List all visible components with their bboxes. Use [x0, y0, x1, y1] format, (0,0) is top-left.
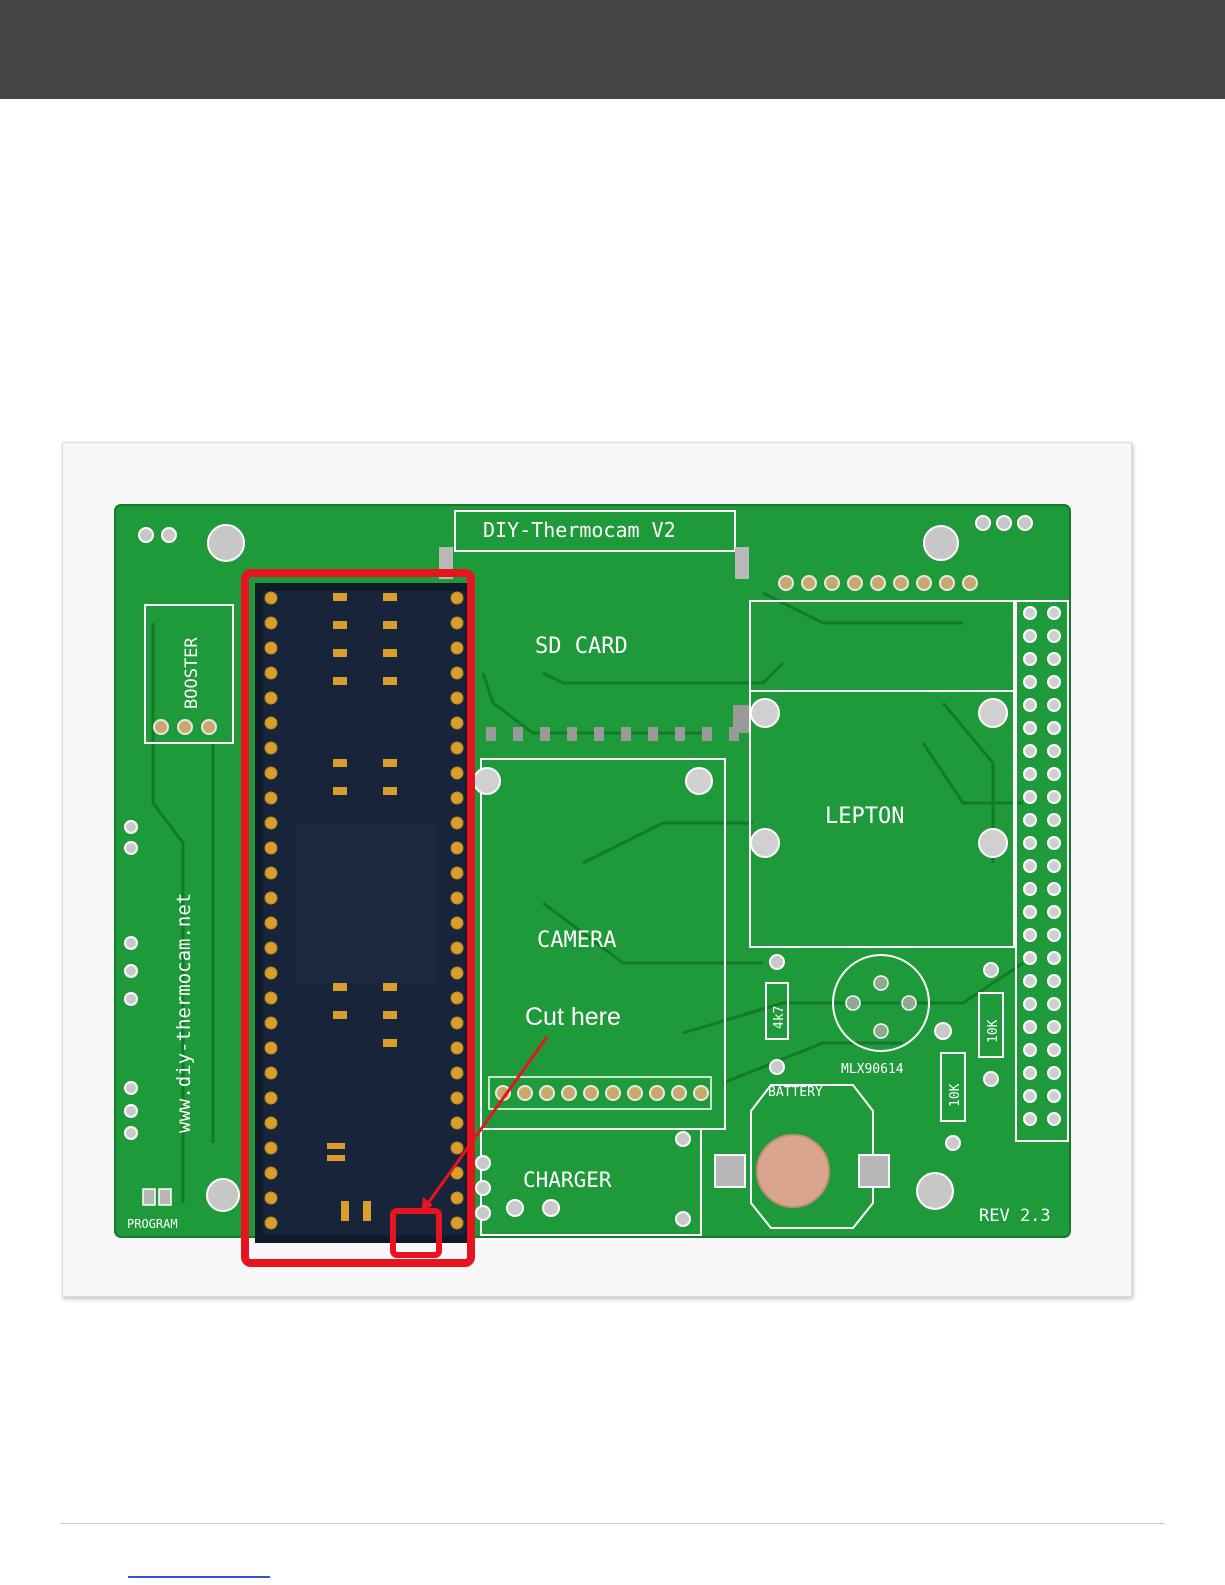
- footer-divider: [60, 1523, 1165, 1524]
- board-title: DIY-Thermocam V2: [483, 518, 676, 542]
- cut-here-label: Cut here: [525, 1003, 621, 1031]
- website-label: www.diy-thermocam.net: [173, 893, 195, 1133]
- camera-label: CAMERA: [537, 928, 616, 953]
- lepton-label: LEPTON: [825, 804, 904, 829]
- booster-label: BOOSTER: [182, 637, 202, 709]
- resistor-4k7: 4k7: [772, 1006, 787, 1029]
- pcb-photo: DIY-Thermocam V2 SD CARD LEPTON: [62, 442, 1132, 1297]
- charger-label: CHARGER: [523, 1168, 612, 1192]
- footer-link-underline[interactable]: [128, 1576, 270, 1578]
- pcb-illustration: DIY-Thermocam V2 SD CARD LEPTON: [63, 443, 1131, 1296]
- resistor-10k-b: 10K: [948, 1083, 963, 1107]
- battery-label: BATTERY: [768, 1085, 823, 1100]
- battery-pad: [757, 1135, 829, 1207]
- sd-card-label: SD CARD: [535, 634, 628, 659]
- resistor-10k-a: 10K: [986, 1019, 1001, 1043]
- revision-label: REV 2.3: [979, 1206, 1051, 1226]
- header-bar: [0, 0, 1225, 99]
- mlx-label: MLX90614: [841, 1062, 904, 1077]
- program-label: PROGRAM: [127, 1217, 178, 1231]
